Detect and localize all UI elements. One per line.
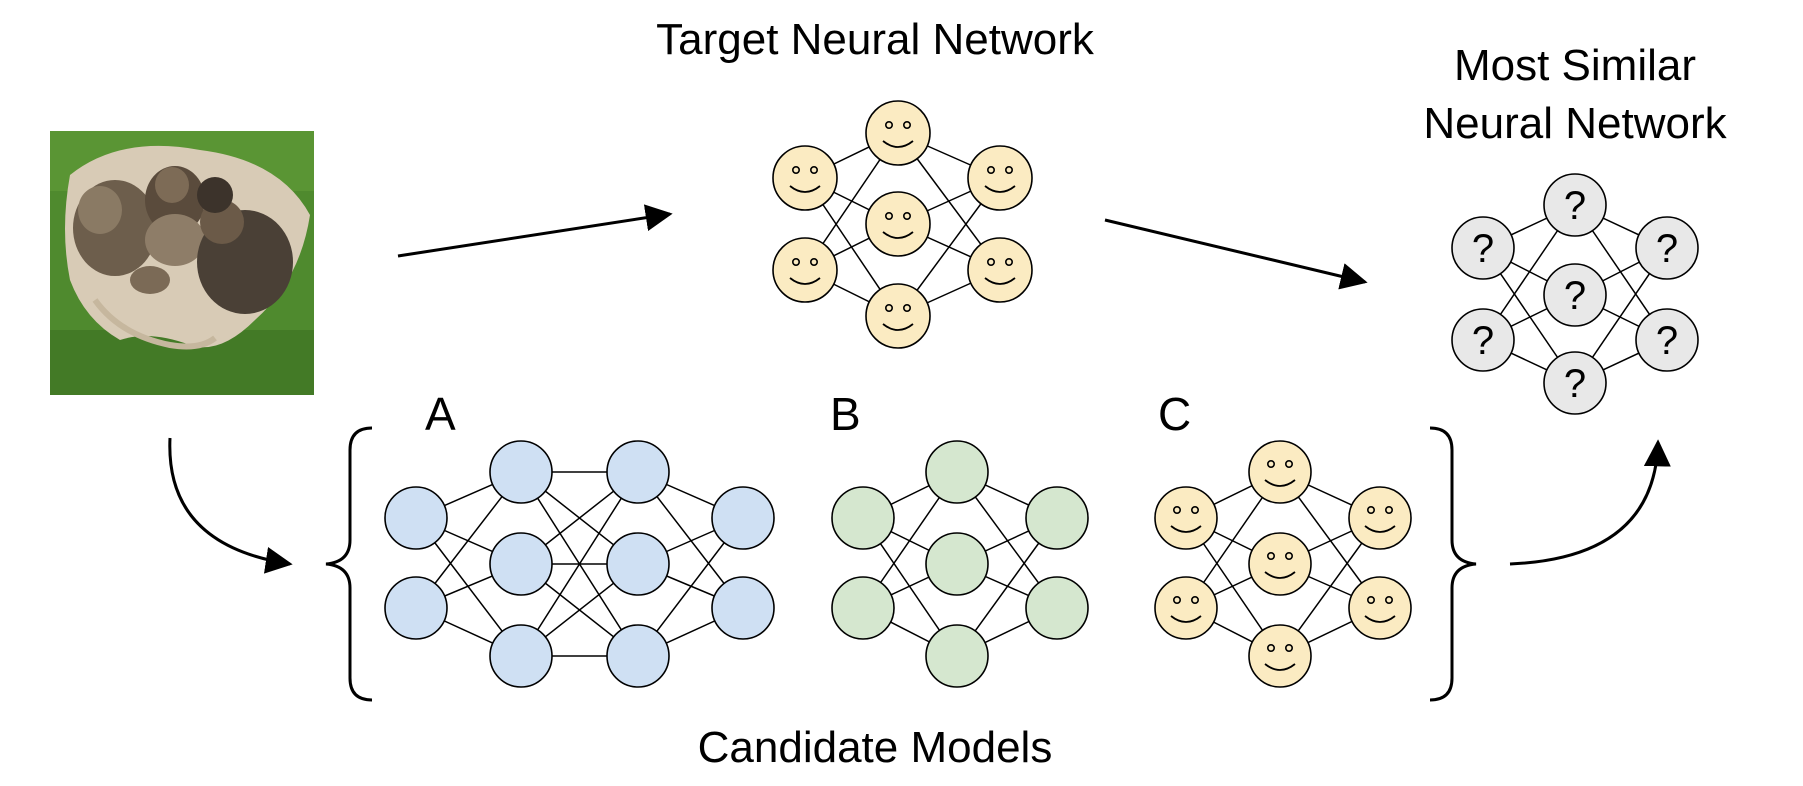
candidate-model-c <box>1154 440 1412 688</box>
question-mark-icon: ? <box>1472 319 1494 363</box>
network-node <box>489 532 553 596</box>
network-node <box>1025 576 1089 640</box>
network-node <box>384 486 448 550</box>
unknown-node-icon: ? <box>1543 263 1607 327</box>
network-node <box>606 440 670 504</box>
question-mark-icon: ? <box>1472 227 1494 271</box>
similar-network-title-line1: Most Similar <box>1454 41 1696 90</box>
arrow-image-to-target <box>397 204 673 258</box>
unknown-node-icon: ? <box>1451 308 1515 372</box>
candidate-model-a <box>384 440 775 688</box>
smiley-node-icon <box>772 237 838 303</box>
target-network <box>772 100 1033 349</box>
model_a-edges <box>415 471 744 657</box>
unknown-node-icon: ? <box>1635 308 1699 372</box>
smiley-node-icon <box>1154 486 1218 550</box>
network-node <box>384 576 448 640</box>
question-mark-icon: ? <box>1656 227 1678 271</box>
most-similar-network: ??????? <box>1451 173 1699 415</box>
input-image <box>50 131 314 395</box>
model-c-label: C <box>1158 388 1191 440</box>
model-b-label: B <box>830 388 861 440</box>
smiley-node-icon <box>1248 624 1312 688</box>
network-node <box>925 532 989 596</box>
smiley-node-icon <box>1348 576 1412 640</box>
unknown-node-icon: ? <box>1635 216 1699 280</box>
unknown-node-icon: ? <box>1451 216 1515 280</box>
smiley-node-icon <box>967 145 1033 211</box>
network-node <box>925 440 989 504</box>
arrow-target-to-similar <box>1104 218 1368 290</box>
smiley-node-icon <box>1154 576 1218 640</box>
question-mark-icon: ? <box>1564 362 1586 406</box>
smiley-node-icon <box>1248 532 1312 596</box>
left-brace <box>325 426 373 702</box>
network-edge <box>520 471 639 657</box>
network-node <box>711 486 775 550</box>
network-node <box>711 576 775 640</box>
candidate-models-title: Candidate Models <box>698 723 1053 772</box>
network-node <box>831 576 895 640</box>
target-network-title: Target Neural Network <box>656 15 1095 64</box>
smiley-node-icon <box>865 283 931 349</box>
network-node <box>606 532 670 596</box>
network-node <box>831 486 895 550</box>
network-node <box>606 624 670 688</box>
network-node <box>489 624 553 688</box>
smiley-node-icon <box>772 145 838 211</box>
smiley-node-icon <box>865 191 931 257</box>
arrow-candidates-to-similar <box>1509 439 1671 566</box>
smiley-node-icon <box>1248 440 1312 504</box>
smiley-node-icon <box>967 237 1033 303</box>
arrow-image-to-candidates <box>168 437 293 574</box>
model-a-label: A <box>425 388 456 440</box>
smiley-node-icon <box>865 100 931 166</box>
network-node <box>489 440 553 504</box>
candidate-model-b <box>831 440 1089 688</box>
right-brace <box>1429 426 1477 702</box>
network-node <box>925 624 989 688</box>
unknown-node-icon: ? <box>1543 351 1607 415</box>
network-node <box>1025 486 1089 550</box>
similar-network-title-line2: Neural Network <box>1423 99 1727 148</box>
question-mark-icon: ? <box>1564 184 1586 228</box>
question-mark-icon: ? <box>1656 319 1678 363</box>
unknown-node-icon: ? <box>1543 173 1607 237</box>
smiley-node-icon <box>1348 486 1412 550</box>
question-mark-icon: ? <box>1564 274 1586 318</box>
